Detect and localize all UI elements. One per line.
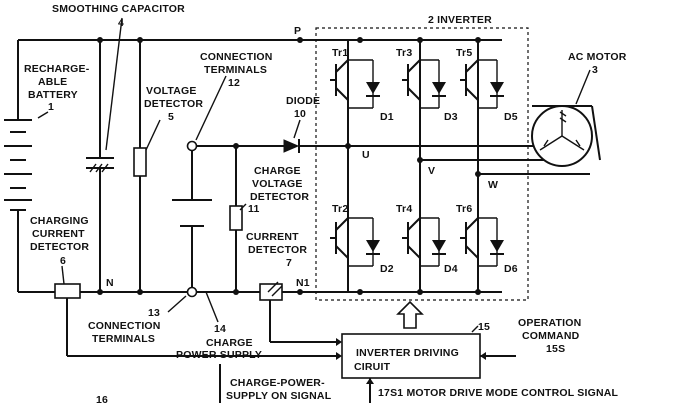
- label-smoothing-capacitor: SMOOTHING CAPACITOR: [52, 3, 185, 15]
- label-current-detector-line1: CURRENT: [246, 231, 299, 243]
- label-connection-terminals-top-num: 12: [228, 77, 240, 89]
- label-tr1: Tr1: [332, 47, 348, 59]
- label-tr5: Tr5: [456, 47, 472, 59]
- transistor-tr3: [402, 59, 446, 109]
- transistor-tr5: [460, 59, 504, 109]
- label-d4: D4: [444, 263, 458, 275]
- label-charge-voltage-detector-line2: VOLTAGE: [252, 178, 303, 190]
- label-d3: D3: [444, 111, 458, 123]
- label-d2: D2: [380, 263, 394, 275]
- label-p-node: P: [294, 25, 301, 37]
- label-charging-current-detector-num: 6: [60, 255, 66, 267]
- connection-terminals-top: [186, 75, 227, 152]
- label-tr2: Tr2: [332, 203, 348, 215]
- label-inverter: 2 INVERTER: [428, 14, 492, 26]
- label-current-detector-line2: DETECTOR: [248, 244, 307, 256]
- label-tr3: Tr3: [396, 47, 412, 59]
- label-operation-command-line1: OPERATION: [518, 317, 581, 329]
- inverter-boundary: [315, 27, 529, 301]
- label-charging-current-detector-line3: DETECTOR: [30, 241, 89, 253]
- label-n-node: N: [106, 277, 114, 289]
- label-charge-power-signal-line1: CHARGE-POWER-: [230, 377, 325, 389]
- label-charge-voltage-detector-line1: CHARGE: [254, 165, 301, 177]
- label-charge-power-signal-line2: SUPPLY ON SIGNAL: [226, 390, 332, 402]
- label-connection-terminals-bottom-line1: CONNECTION: [88, 320, 161, 332]
- label-tr6: Tr6: [456, 203, 472, 215]
- label-diode: DIODE: [286, 95, 320, 107]
- label-d6: D6: [504, 263, 518, 275]
- label-battery-num: 1: [48, 101, 54, 113]
- rechargeable-battery: [4, 111, 49, 211]
- label-u-node: U: [362, 149, 370, 161]
- label-d5: D5: [504, 111, 518, 123]
- label-inverter-driving-num: 15: [478, 321, 490, 333]
- label-ac-motor: AC MOTOR: [568, 51, 627, 63]
- label-d1: D1: [380, 111, 394, 123]
- transistor-tr4: [402, 217, 446, 267]
- label-n1-node: N1: [296, 277, 310, 289]
- label-voltage-detector-line2: DETECTOR: [144, 98, 203, 110]
- label-voltage-detector-num: 5: [168, 111, 174, 123]
- label-connection-terminals-bottom-line2: TERMINALS: [92, 333, 155, 345]
- label-charging-current-detector-line2: CURRENT: [32, 228, 85, 240]
- label-charge-voltage-detector-num: 11: [248, 203, 260, 215]
- connection-terminals-bottom: [167, 286, 198, 313]
- label-charge-voltage-detector-line3: DETECTOR: [250, 191, 309, 203]
- power-wiring: [17, 39, 470, 293]
- label-inverter-driving-line1: INVERTER DRIVING: [356, 347, 459, 359]
- transistor-tr2: [330, 217, 380, 267]
- label-battery-line2: ABLE: [38, 76, 67, 88]
- voltage-detector: [133, 119, 161, 177]
- label-motor-drive-signal: 17S1 MOTOR DRIVE MODE CONTROL SIGNAL: [378, 387, 619, 399]
- label-voltage-detector-line1: VOLTAGE: [146, 85, 197, 97]
- label-w-node: W: [488, 179, 498, 191]
- current-detector: [259, 281, 342, 346]
- label-battery-line3: BATTERY: [28, 89, 78, 101]
- charging-current-detector: [54, 265, 342, 360]
- label-charge-power-supply-line2: POWER SUPPLY: [176, 349, 262, 361]
- label-operation-command-num: 15S: [546, 343, 565, 355]
- smoothing-capacitor: [86, 17, 123, 173]
- label-charge-power-supply-line1: CHARGE: [206, 337, 253, 349]
- charge-voltage-detector: [229, 203, 247, 231]
- label-connection-terminals-bottom-num: 13: [148, 307, 160, 319]
- label-charge-power-supply-num: 14: [214, 323, 226, 335]
- label-v-node: V: [428, 165, 435, 177]
- label-inverter-driving-line2: CIRUIT: [354, 361, 391, 373]
- label-connection-terminals-top-line1: CONNECTION: [200, 51, 273, 63]
- labels: SMOOTHING CAPACITOR 4 2 INVERTER P RECHA…: [24, 3, 627, 403]
- inverter-driving-circuit: [219, 300, 516, 403]
- label-tr4: Tr4: [396, 203, 412, 215]
- label-connection-terminals-top-line2: TERMINALS: [204, 64, 267, 76]
- transistor-tr1: [330, 59, 380, 109]
- charge-power-supply-symbol: [172, 199, 219, 323]
- label-smoothing-capacitor-num: 4: [118, 17, 124, 29]
- label-battery-line1: RECHARGE-: [24, 63, 90, 75]
- label-charging-current-detector-line1: CHARGING: [30, 215, 89, 227]
- label-current-detector-num: 7: [286, 257, 292, 269]
- junction-dots: [97, 37, 481, 295]
- diode-10: [283, 119, 301, 153]
- ac-motor: [531, 69, 601, 167]
- inverter-buses: [347, 39, 590, 293]
- label-diode-num: 10: [294, 108, 306, 120]
- label-fig-partial: 16: [96, 394, 108, 403]
- label-operation-command-line2: COMMAND: [522, 330, 580, 342]
- label-ac-motor-num: 3: [592, 64, 598, 76]
- transistor-tr6: [460, 217, 504, 267]
